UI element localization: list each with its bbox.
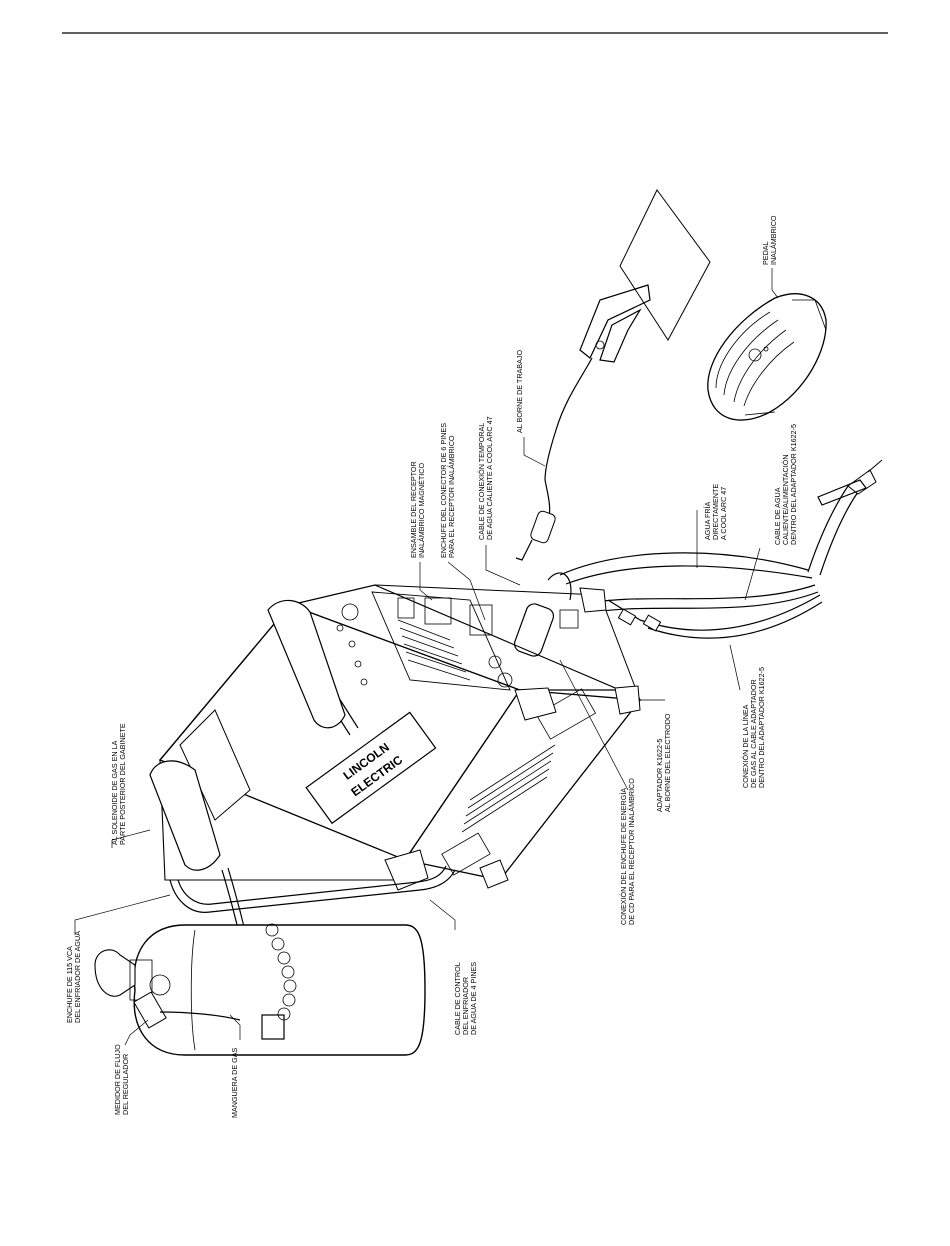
hose-bundle: [559, 552, 823, 639]
work-piece-plate: [619, 189, 711, 341]
label-pedal: PEDAL INALÁMBRICO: [761, 215, 778, 265]
label-conexion-linea: CONEXIÓN DE LA LÍNEA DE GAS AL CABLE ADA…: [741, 667, 766, 788]
work-clamp: [515, 284, 651, 561]
label-manguera: MANGUERA DE GAS: [230, 1048, 239, 1118]
label-agua-fria: AGUA FRÍA DIRECTAMENTE A COOL ARC 47: [703, 482, 728, 540]
label-conexion-enchufe: CONEXIÓN DEL ENCHUFE DE ENERGÍA DE CD PA…: [619, 778, 636, 925]
label-cable-temporal: CABLE DE CONEXIÓN TEMPORAL DE AGUA CALIE…: [477, 416, 494, 540]
label-enchufe-115: ENCHUFE DE 115 VCA DEL ENFRIADOR DE AGUA: [65, 931, 82, 1023]
cylinder-chain: [265, 923, 297, 1021]
gas-cylinder: [94, 923, 426, 1056]
label-adaptador: ADAPTADOR K1622-5 AL BORNE DEL ELECTRODO: [655, 713, 672, 812]
tig-torch: [807, 459, 883, 576]
leader-lines: [74, 268, 779, 1046]
label-cable-agua: CABLE DE AGUA CALIENTE/ALIMENTACIÓN DENT…: [773, 424, 798, 545]
label-medidor: MEDIDOR DE FLUJO DEL REGULADOR: [113, 1042, 130, 1115]
callout-labels: PEDAL INALÁMBRICO AL BORNE DE TRABAJO CA…: [65, 215, 798, 1118]
label-ensamble-receptor: ENSAMBLE DEL RECEPTOR INALÁMBRICO MAGNÉT…: [409, 459, 426, 558]
wireless-pedal: [707, 293, 827, 421]
label-solenoide: AL SOLENOIDE DE GAS EN LA PARTE POSTERIO…: [110, 723, 127, 845]
label-enchufe-6-pines: ENCHUFE DEL CONECTOR DE 6 PINES PARA EL …: [439, 421, 456, 558]
label-cable-control: CABLE DE CONTROL DEL ENFRIADOR DE AGUA D…: [453, 961, 478, 1035]
front-vents: [397, 619, 471, 681]
welder-cabinet: [149, 572, 642, 891]
control-knobs: [336, 603, 513, 688]
label-borne-trabajo: AL BORNE DE TRABAJO: [515, 350, 524, 433]
side-vents: [461, 744, 556, 833]
